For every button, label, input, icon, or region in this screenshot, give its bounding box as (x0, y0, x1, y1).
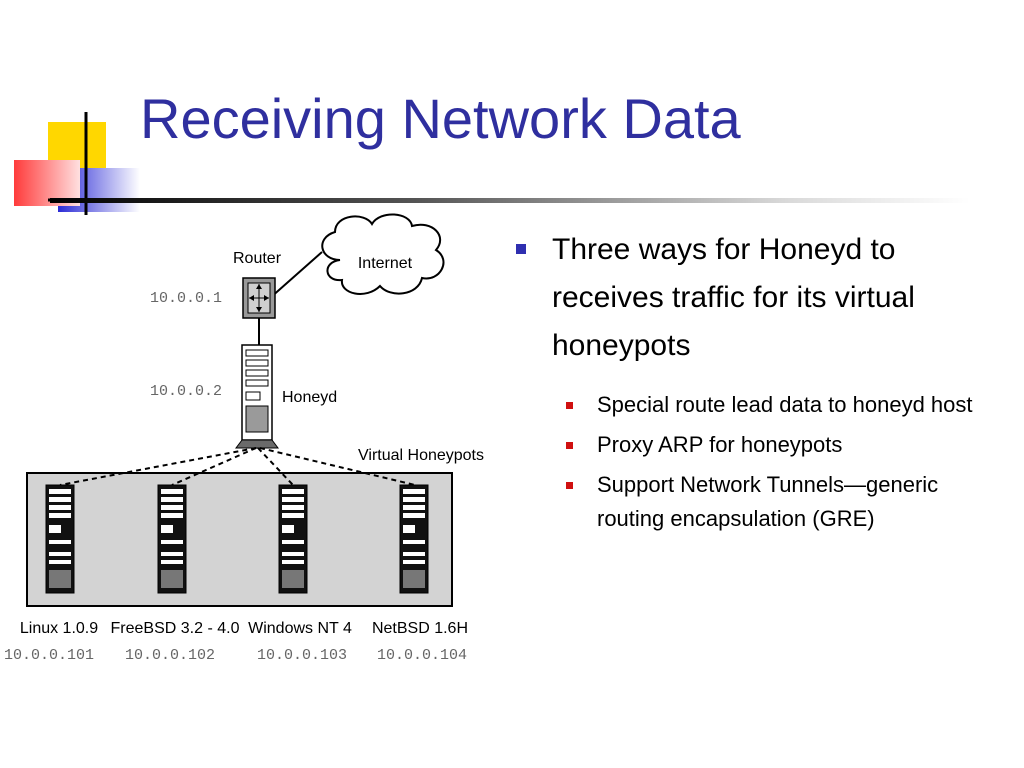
square-bullet-icon (516, 244, 526, 254)
main-bullet: Three ways for Honeyd to receives traffi… (512, 226, 992, 370)
title-underline (50, 198, 970, 203)
host-ip: 10.0.0.102 (125, 647, 215, 664)
square-bullet-icon (566, 482, 573, 489)
router-icon (242, 277, 276, 319)
corner-decoration (14, 112, 140, 215)
host-ip: 10.0.0.104 (377, 647, 467, 664)
host-ip: 10.0.0.101 (4, 647, 94, 664)
host-name: Windows NT 4 (248, 620, 352, 637)
sub-bullet: Proxy ARP for honeypots (564, 428, 992, 462)
sub-bullet-list: Special route lead data to honeyd host P… (512, 388, 992, 536)
honeyd-ip: 10.0.0.2 (150, 383, 222, 400)
router-label: Router (233, 250, 282, 267)
host-name: Linux 1.0.9 (20, 620, 98, 637)
virtual-host-server-icon (278, 484, 308, 594)
sub-bullet-text: Special route lead data to honeyd host (597, 392, 973, 417)
sub-bullet-text: Support Network Tunnels—generic routing … (597, 472, 939, 531)
virtual-honeypots-area (26, 472, 453, 607)
router-internet-link (269, 251, 323, 299)
sub-bullet-text: Proxy ARP for honeypots (597, 432, 843, 457)
virtual-links (59, 447, 416, 486)
virtual-host-server-icon (157, 484, 187, 594)
virtual-host-server-icon (45, 484, 75, 594)
internet-cloud-icon (321, 213, 445, 295)
host-name: NetBSD 1.6H (372, 620, 468, 637)
honeyd-network-diagram: Internet Router 10.0.0.1 10.0.0.2 Honeyd… (4, 213, 484, 664)
square-bullet-icon (566, 402, 573, 409)
honeyd-label: Honeyd (282, 389, 337, 406)
slide-content: Three ways for Honeyd to receives traffi… (512, 226, 992, 542)
virtual-host-server-icon (399, 484, 429, 594)
host-ip: 10.0.0.103 (257, 647, 347, 664)
sub-bullet: Support Network Tunnels—generic routing … (564, 468, 992, 536)
slide-title: Receiving Network Data (140, 87, 741, 150)
host-name: FreeBSD 3.2 - 4.0 (111, 620, 240, 637)
virtual-honeypots-label: Virtual Honeypots (358, 447, 484, 464)
honeyd-server-icon (235, 344, 279, 449)
square-bullet-icon (566, 442, 573, 449)
router-ip: 10.0.0.1 (150, 290, 222, 307)
main-bullet-text: Three ways for Honeyd to receives traffi… (552, 233, 915, 362)
sub-bullet: Special route lead data to honeyd host (564, 388, 992, 422)
internet-label: Internet (358, 255, 413, 272)
